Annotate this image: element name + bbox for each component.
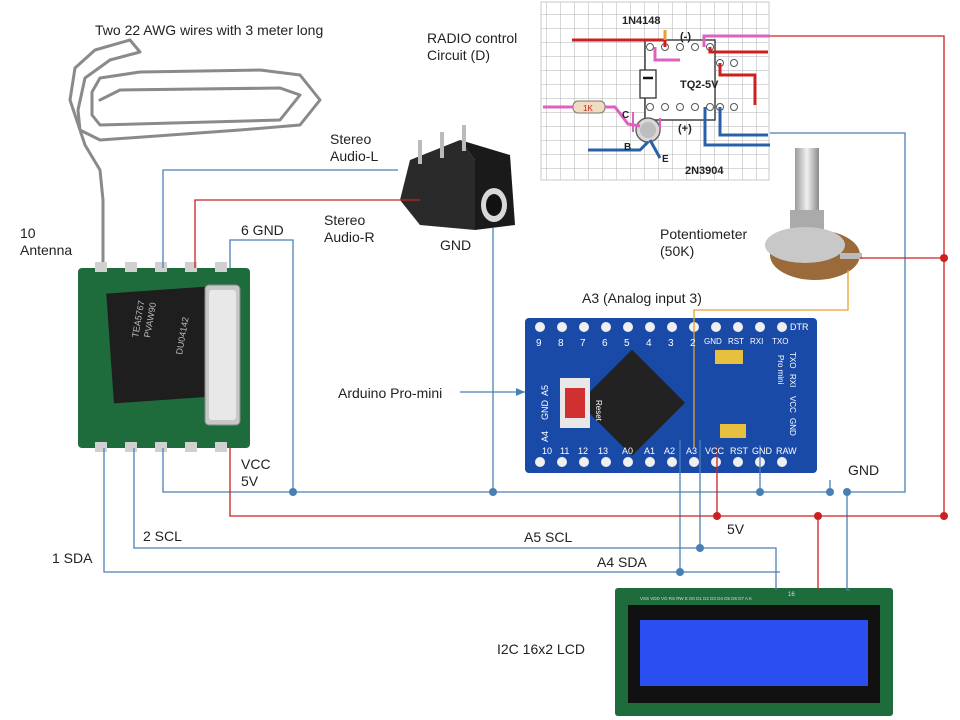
pro-mini-dtr: DTR bbox=[790, 322, 809, 332]
pro-mini-pin-2: 2 bbox=[690, 338, 696, 349]
potentiometer-label-2: (50K) bbox=[660, 243, 695, 259]
stereo-audio-l-label-1: Stereo bbox=[330, 131, 372, 147]
antenna-wire-label: Two 22 AWG wires with 3 meter long bbox=[95, 22, 324, 38]
arrow-icon bbox=[516, 388, 525, 396]
lcd-pin-16: 16 bbox=[788, 592, 795, 598]
pro-mini-pin-gnd: GND bbox=[752, 446, 773, 456]
pro-mini-label: Arduino Pro-mini bbox=[338, 385, 443, 401]
a4-sda-label: A4 SDA bbox=[597, 554, 647, 570]
pro-mini-name: Pro mini bbox=[776, 355, 785, 385]
pin10-label-2: Antenna bbox=[20, 242, 73, 258]
pro-mini-pin-a1: A1 bbox=[644, 446, 655, 456]
vcc-label-2: 5V bbox=[241, 473, 259, 489]
relay-plus-label: (+) bbox=[678, 123, 692, 135]
stereo-audio-r-label-2: Audio-R bbox=[324, 229, 375, 245]
transistor-pin-e: E bbox=[662, 154, 669, 165]
fm-radio-module bbox=[78, 262, 250, 452]
pin2-scl-label: 2 SCL bbox=[143, 528, 182, 544]
jack-gnd-label: GND bbox=[440, 237, 472, 253]
pro-mini-reset-label: Reset bbox=[594, 400, 603, 422]
vcc-label-1: VCC bbox=[241, 456, 271, 472]
pro-mini-pin-13: 13 bbox=[598, 446, 608, 456]
transistor-pin-b: B bbox=[624, 142, 631, 153]
stereo-audio-l-label-2: Audio-L bbox=[330, 148, 379, 164]
radio-control-label-1: RADIO control bbox=[427, 30, 518, 46]
radio-control-label-2: Circuit (D) bbox=[427, 47, 490, 63]
pro-mini-pin-3: 3 bbox=[668, 338, 674, 349]
blue-wires bbox=[103, 132, 906, 591]
pro-mini-side-txo: TXO bbox=[788, 352, 797, 368]
relay-label: TQ2-5V bbox=[680, 79, 719, 91]
pro-mini-pin-a3: A3 bbox=[686, 446, 697, 456]
lcd-pin-row: VSS VDD VO RS RW E D0 D1 D2 D3 D4 D5 D6 … bbox=[640, 596, 752, 601]
pro-mini-pin-a2: A2 bbox=[664, 446, 675, 456]
diode-label: 1N4148 bbox=[622, 15, 661, 27]
pro-mini-side-gnd: GND bbox=[788, 418, 797, 436]
resistor-label: 1K bbox=[583, 104, 593, 113]
a5-scl-label: A5 SCL bbox=[524, 529, 573, 545]
arduino-pro-mini bbox=[525, 318, 817, 473]
pro-mini-pin-raw: RAW bbox=[776, 446, 797, 456]
pro-mini-pin-rst-top: RST bbox=[728, 337, 744, 346]
junction-dots bbox=[289, 254, 948, 576]
pro-mini-pin-4: 4 bbox=[646, 338, 652, 349]
pro-mini-side-vcc: VCC bbox=[788, 396, 797, 413]
pro-mini-pin-a4: A4 bbox=[540, 431, 550, 442]
potentiometer-label-1: Potentiometer bbox=[660, 226, 748, 242]
pro-mini-pin-rxi: RXI bbox=[750, 337, 763, 346]
pro-mini-pin-a5: A5 bbox=[540, 385, 550, 396]
pro-mini-side-rxi: RXI bbox=[788, 374, 797, 387]
pro-mini-pin-11: 11 bbox=[560, 446, 569, 456]
pro-mini-pin-txo: TXO bbox=[772, 337, 788, 346]
pro-mini-pin-9: 9 bbox=[536, 338, 542, 349]
pro-mini-pin-7: 7 bbox=[580, 338, 586, 349]
pro-mini-pin-rst: RST bbox=[730, 446, 749, 456]
gnd-right-label: GND bbox=[848, 462, 880, 478]
pin6-gnd-label: 6 GND bbox=[241, 222, 284, 238]
relay-minus-label: (-) bbox=[680, 31, 691, 43]
pro-mini-pin-5: 5 bbox=[624, 338, 630, 349]
pin10-label-1: 10 bbox=[20, 225, 36, 241]
transistor-pin-c: C bbox=[622, 110, 629, 121]
radio-control-circuit bbox=[540, 1, 770, 181]
antenna-wire bbox=[68, 38, 322, 270]
pro-mini-pin-vcc: VCC bbox=[705, 446, 725, 456]
potentiometer bbox=[765, 148, 862, 280]
five-v-label: 5V bbox=[727, 521, 745, 537]
a3-analog-label: A3 (Analog input 3) bbox=[582, 290, 702, 306]
orange-wire bbox=[693, 270, 849, 448]
pro-mini-pin-gnd-top: GND bbox=[704, 337, 722, 346]
lcd-module bbox=[615, 588, 893, 716]
pro-mini-pin-gnd-left: GND bbox=[540, 400, 550, 421]
pro-mini-pin-12: 12 bbox=[578, 446, 588, 456]
stereo-audio-r-label-1: Stereo bbox=[324, 212, 366, 228]
stereo-jack bbox=[400, 125, 515, 230]
transistor-label: 2N3904 bbox=[685, 165, 724, 177]
pro-mini-pin-8: 8 bbox=[558, 338, 564, 349]
pro-mini-pin-6: 6 bbox=[602, 338, 608, 349]
pro-mini-pin-a0: A0 bbox=[622, 446, 633, 456]
lcd-label: I2C 16x2 LCD bbox=[497, 641, 585, 657]
pro-mini-pin-10: 10 bbox=[542, 446, 552, 456]
pin1-sda-label: 1 SDA bbox=[52, 550, 93, 566]
